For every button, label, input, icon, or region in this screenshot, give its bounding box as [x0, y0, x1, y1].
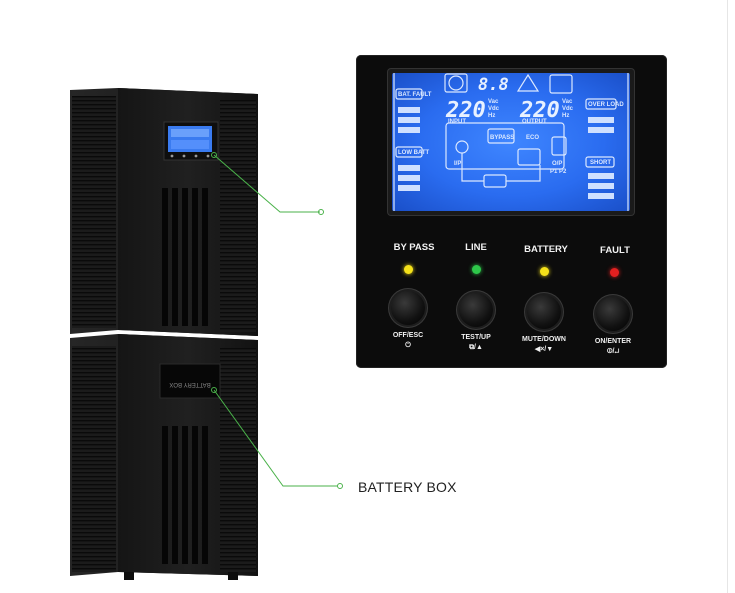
off-esc-button[interactable]: [391, 291, 425, 325]
test-up-button[interactable]: [459, 293, 493, 327]
lcd-input-unit-vdc: Vdc: [488, 106, 500, 112]
lcd-op-text: O/P: [552, 161, 562, 167]
lcd-input-label: INPUT: [448, 119, 466, 125]
fault-led: [610, 268, 619, 277]
ups-tower-photo: BATTERY BOX: [68, 88, 268, 583]
lcd-bypass-text: BYPASS: [490, 135, 514, 141]
lcd-output-voltage: 220: [519, 98, 560, 123]
test-up-label: TEST/UP⧉/▲: [436, 333, 516, 353]
lcd-p1p2-text: P1 P2: [550, 169, 567, 175]
line-indicator-label: LINE: [465, 242, 487, 253]
battery-callout-line: [213, 389, 338, 487]
lcd-output-label: OUTPUT: [522, 119, 547, 125]
lcd-short-text: SHORT: [590, 160, 611, 166]
lcd-frame: BAT. FAULT LOW BATT OVER LOAD SHORT 8.8 …: [388, 69, 634, 215]
mute-down-icon: ◀×/▼: [534, 346, 554, 353]
lcd-input-voltage: 220: [445, 98, 486, 123]
bypass-indicator-label: BY PASS: [393, 242, 435, 253]
battery-indicator-label: BATTERY: [524, 244, 568, 255]
power-icon: ⏻: [405, 342, 411, 349]
lcd-output-unit-hz: Hz: [562, 113, 569, 119]
lcd-output-unit-vac: Vac: [562, 99, 573, 105]
lcd-eco-text: ECO: [526, 135, 539, 141]
ups-control-panel: BAT. FAULT LOW BATT OVER LOAD SHORT 8.8 …: [356, 55, 667, 368]
battery-led: [540, 267, 549, 276]
test-up-icon: ⧉/▲: [469, 344, 483, 351]
on-enter-icon: ⏼/↵: [606, 348, 620, 355]
line-led: [472, 265, 481, 274]
lcd-low-batt-text: LOW BATT: [398, 150, 430, 156]
on-enter-label: ON/ENTER⏼/↵: [573, 337, 653, 357]
lcd-display: BAT. FAULT LOW BATT OVER LOAD SHORT 8.8 …: [392, 73, 630, 211]
bypass-led: [404, 265, 413, 274]
battery-box-callout-label: BATTERY BOX: [358, 479, 457, 495]
lcd-input-unit-vac: Vac: [488, 99, 499, 105]
fault-indicator-label: FAULT: [600, 245, 630, 256]
lcd-bat-fault-text: BAT. FAULT: [398, 92, 432, 98]
lcd-output-unit-vdc: Vdc: [562, 106, 574, 112]
lcd-load-digits: 8.8: [478, 75, 509, 95]
lcd-over-load-text: OVER LOAD: [588, 102, 624, 108]
tower-battery-box-text: BATTERY BOX: [169, 381, 210, 387]
off-esc-label: OFF/ESC⏻: [368, 331, 448, 351]
page-edge-divider: [727, 0, 728, 593]
mute-down-label: MUTE/DOWN◀×/▼: [504, 335, 584, 355]
panel-callout-line: [213, 154, 320, 213]
on-enter-button[interactable]: [596, 297, 630, 331]
mute-down-button[interactable]: [527, 295, 561, 329]
lcd-ip-text: I/P: [454, 161, 461, 167]
lcd-input-unit-hz: Hz: [488, 113, 495, 119]
